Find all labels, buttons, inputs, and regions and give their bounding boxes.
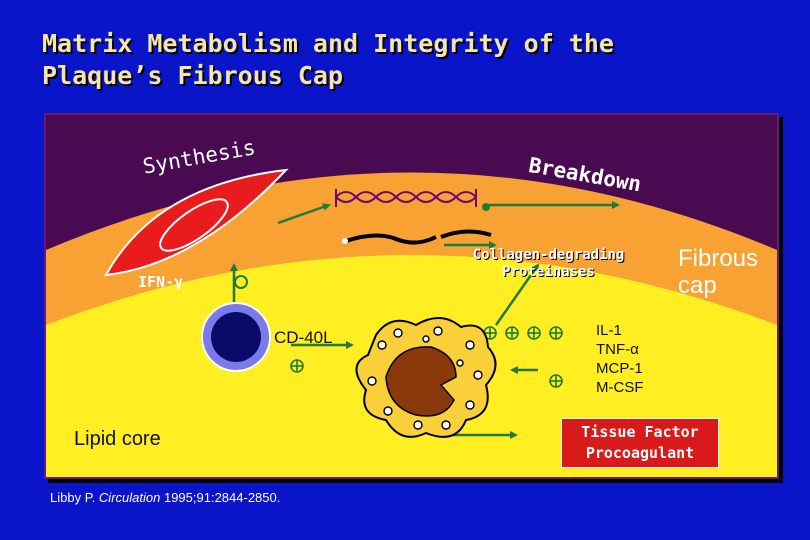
synthesis-arrow bbox=[277, 203, 331, 225]
cytokine-list: IL-1 TNF-α MCP-1 M-CSF bbox=[596, 321, 644, 397]
t-lymphocyte-icon bbox=[201, 302, 271, 372]
citation-journal: Circulation bbox=[98, 490, 161, 505]
lipid-core-label: Lipid core bbox=[74, 428, 161, 450]
citation-authors: Libby P. bbox=[50, 490, 96, 505]
tissue-factor-box: Tissue Factor Procoagulant bbox=[561, 418, 719, 468]
cytokine-item: M-CSF bbox=[596, 379, 644, 396]
cytokine-item: IL-1 bbox=[596, 322, 622, 339]
collagen-label-line-2: Proteinases bbox=[502, 264, 595, 280]
title-line-1: Matrix Metabolism and Integrity of the bbox=[42, 29, 614, 58]
ifn-gamma-label: IFN-γ bbox=[138, 273, 184, 291]
tissue-factor-line-1: Tissue Factor bbox=[581, 423, 699, 441]
macrophage-foam-cell-icon bbox=[355, 317, 497, 438]
stimulus-markers bbox=[290, 326, 563, 388]
macrophage-proteinase-arrow bbox=[494, 263, 540, 326]
cytokine-item: TNF-α bbox=[596, 341, 639, 358]
degraded-collagen-icon bbox=[342, 229, 492, 245]
title-line-2: Plaque’s Fibrous Cap bbox=[42, 61, 344, 90]
tissue-factor-line-2: Procoagulant bbox=[585, 444, 695, 462]
ifn-inhibit-symbol bbox=[234, 275, 248, 289]
citation: Libby P. Circulation 1995;91:2844-2850. bbox=[50, 490, 280, 505]
cytokine-item: MCP-1 bbox=[596, 360, 643, 377]
citation-details: 1995;91:2844-2850. bbox=[163, 490, 281, 505]
collagen-fiber-icon bbox=[335, 189, 477, 207]
collagen-label-line-1: Collagen-degrading bbox=[472, 247, 625, 263]
slide-title: Matrix Metabolism and Integrity of the P… bbox=[42, 28, 762, 92]
diagram-panel: Synthesis Breakdown Collagen-degrading P… bbox=[44, 113, 779, 479]
smooth-muscle-cell-icon bbox=[104, 168, 289, 277]
fibrous-cap-label: Fibrous cap bbox=[678, 245, 758, 299]
fibrous-cap-line-1: Fibrous bbox=[678, 245, 759, 272]
fibrous-cap-line-2: cap bbox=[678, 272, 717, 299]
collagen-degrading-label: Collagen-degrading Proteinases bbox=[446, 247, 651, 281]
cd40l-label: CD-40L bbox=[274, 328, 333, 347]
